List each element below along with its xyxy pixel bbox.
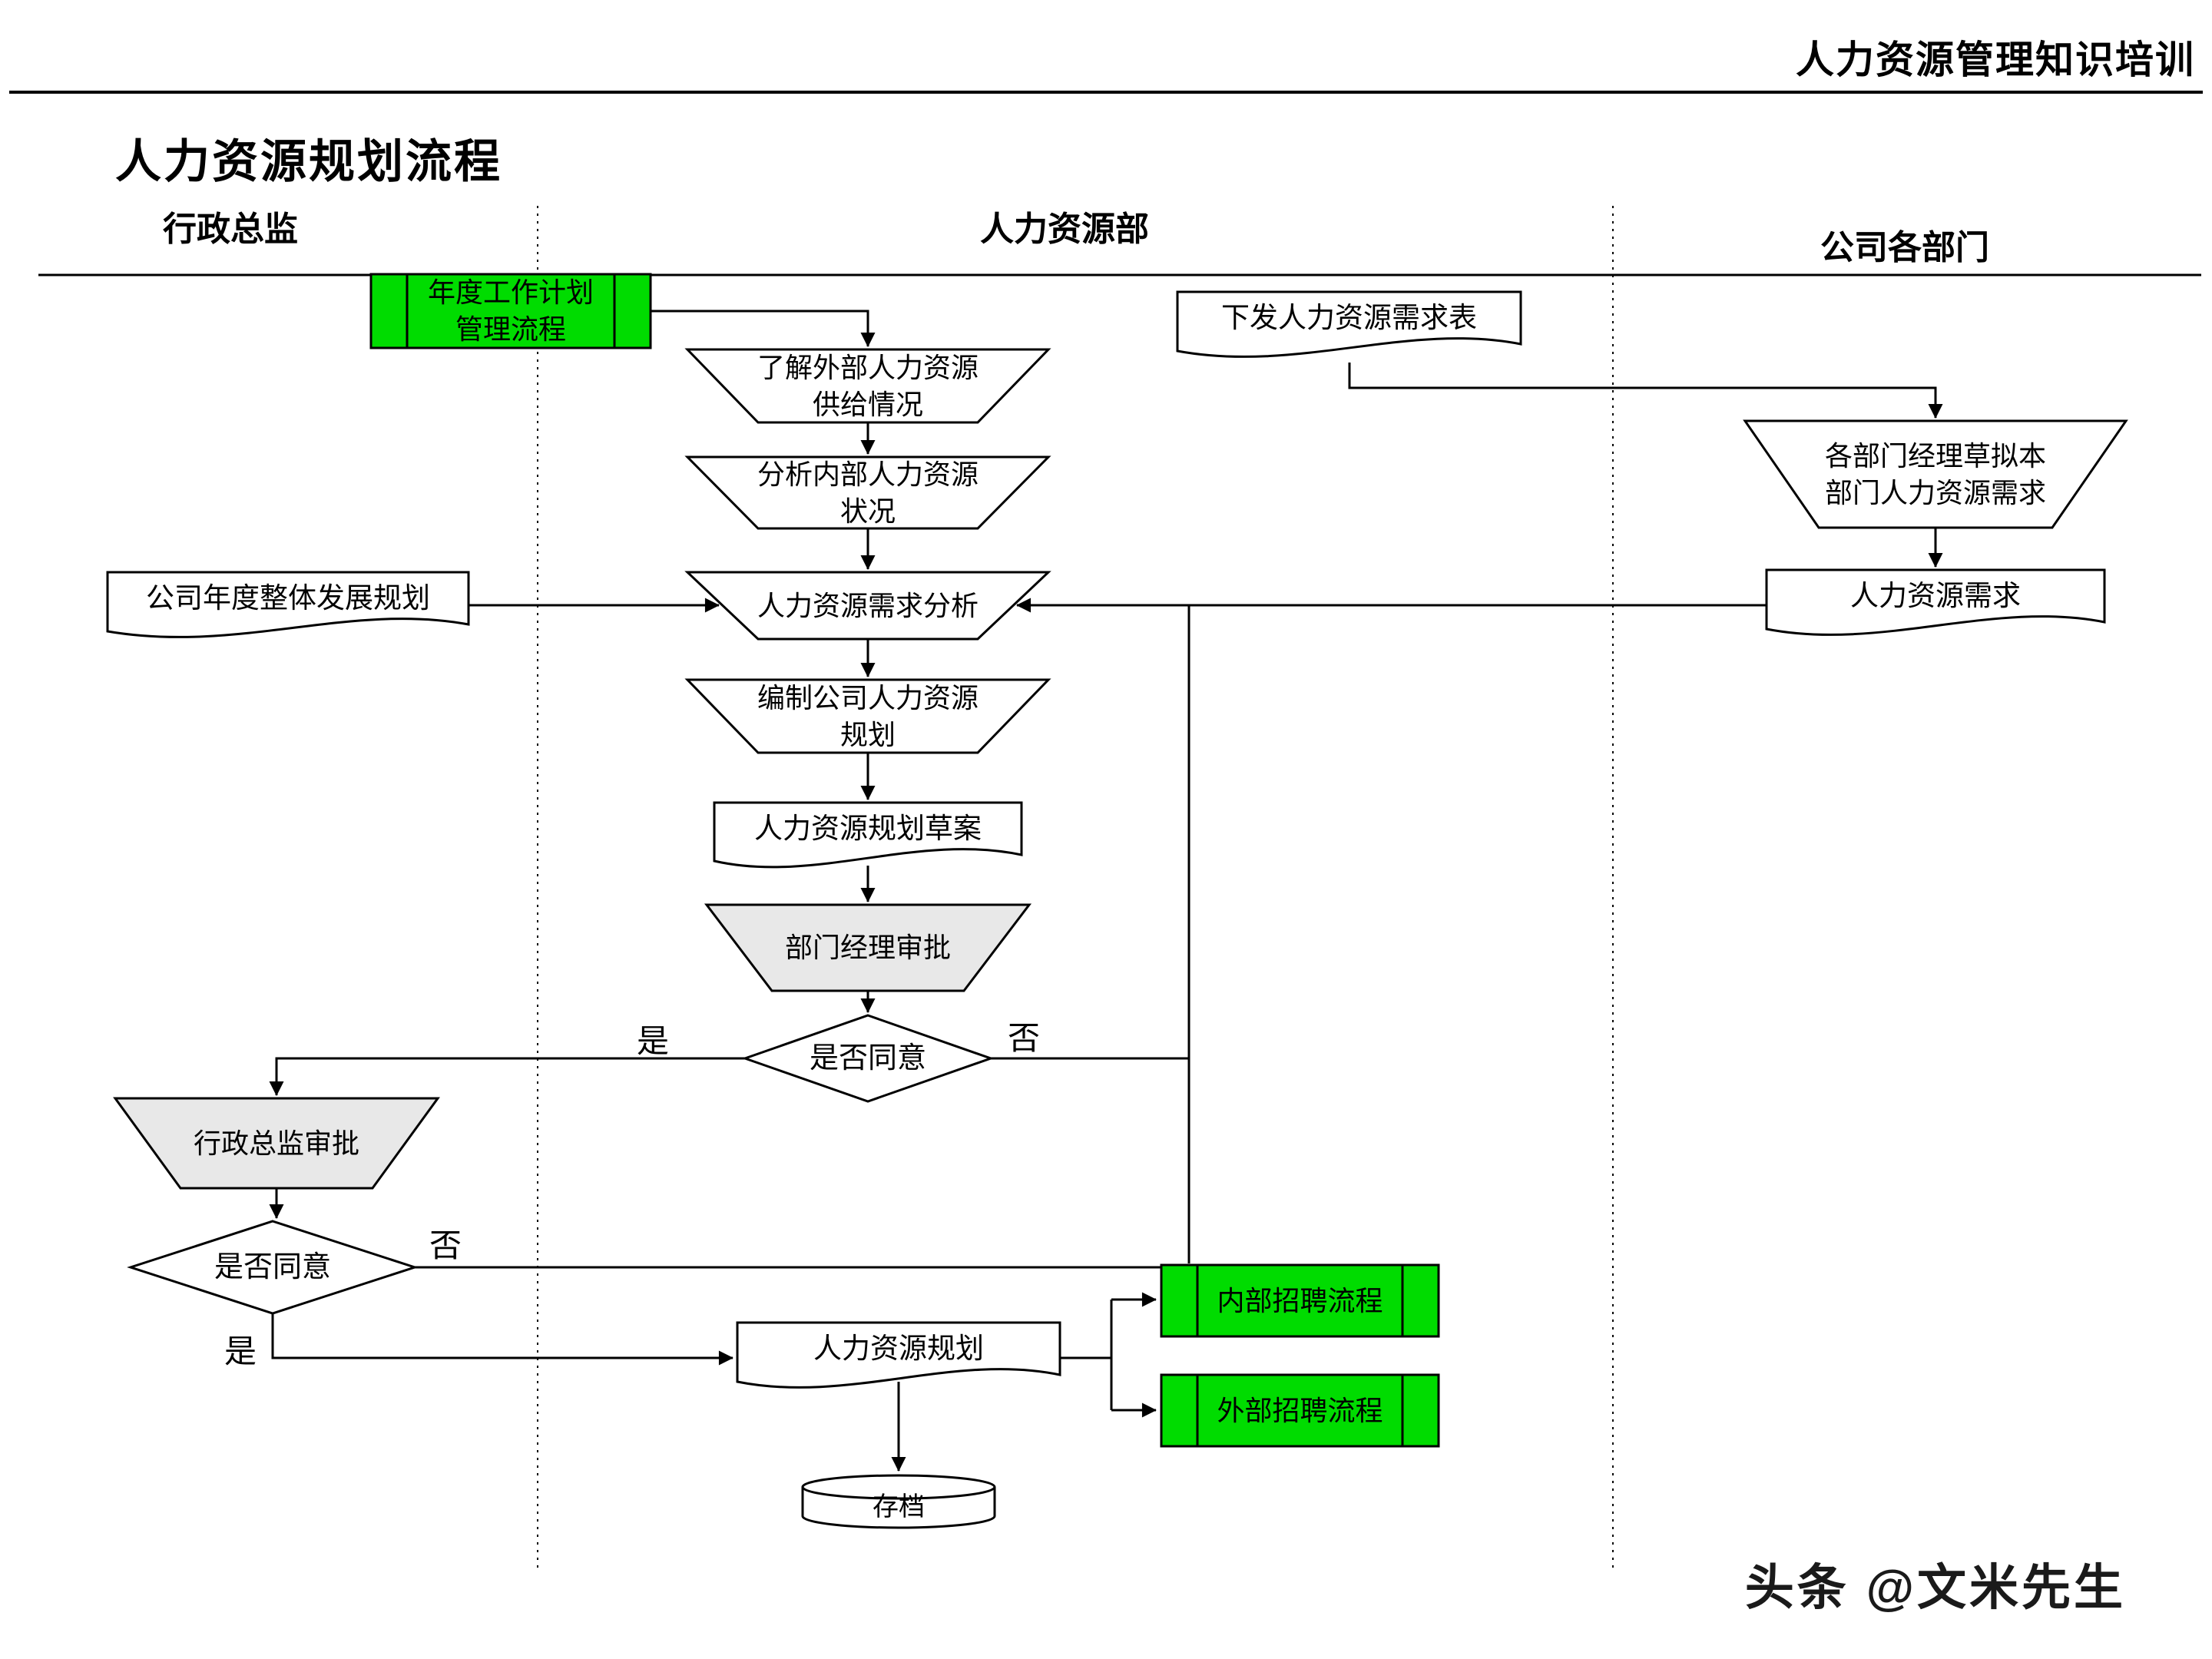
node-compile-plan-label: 编制公司人力资源 规划 <box>757 681 979 750</box>
edge-annualplan-to-externalsupply <box>651 310 876 347</box>
course-title: 人力资源管理知识培训 <box>1796 38 2195 81</box>
node-dept-manager-approval-shape <box>704 903 1032 992</box>
node-internal-status-label: 分析内部人力资源 状况 <box>757 458 979 527</box>
watermark: 头条 @文米先生 <box>1744 1560 2126 1615</box>
node-dept-draft-demand-label: 各部门经理草拟本 部门人力资源需求 <box>1824 439 2046 508</box>
lane-header-all-depts: 公司各部门 <box>1820 229 1989 267</box>
node-external-recruiting-label: 外部招聘流程 <box>1217 1394 1383 1426</box>
decision1-yes-label: 是 <box>636 1023 669 1059</box>
node-hr-demand-shape <box>1765 568 2106 636</box>
node-internal-status-shape <box>684 455 1051 530</box>
node-dept-agree-shape <box>741 1014 995 1103</box>
node-annual-work-plan-shape <box>369 273 652 349</box>
node-dept-draft-demand-shape <box>1743 419 2128 529</box>
node-admin-director-approval-label: 行政总监审批 <box>193 1127 359 1159</box>
node-compile-plan-shape <box>684 678 1051 754</box>
node-external-recruiting-shape <box>1160 1373 1440 1448</box>
node-company-plan-label: 公司年度整体发展规划 <box>146 581 430 614</box>
node-external-supply-shape <box>684 348 1051 424</box>
node-director-agree-shape <box>127 1220 419 1315</box>
edge-decision2-yes <box>271 1313 733 1366</box>
decision2-yes-label: 是 <box>224 1333 257 1369</box>
lane-header-admin-director: 行政总监 <box>163 210 298 248</box>
node-internal-recruiting-label: 内部招聘流程 <box>1217 1284 1383 1316</box>
page-title: 人力资源规划流程 <box>115 136 502 187</box>
node-demand-analysis-label: 人力资源需求分析 <box>757 589 979 621</box>
connectors <box>269 310 1943 1472</box>
node-hr-demand-label: 人力资源需求 <box>1850 579 2021 611</box>
node-plan-draft-shape <box>713 801 1023 869</box>
node-dept-manager-approval-label: 部门经理审批 <box>784 932 951 964</box>
decision1-no-label: 否 <box>1007 1020 1040 1056</box>
decision2-no-label: 否 <box>429 1227 462 1263</box>
node-internal-recruiting-shape <box>1160 1263 1440 1338</box>
edge-demandform-to-deptdraft <box>1348 363 1943 419</box>
node-external-supply-label: 了解外部人力资源 供给情况 <box>757 351 979 420</box>
node-issue-demand-form-shape <box>1176 290 1522 358</box>
node-annual-work-plan-label: 年度工作计划 管理流程 <box>427 276 594 345</box>
node-archive-shape <box>801 1474 996 1529</box>
node-issue-demand-form-label: 下发人力资源需求表 <box>1221 301 1477 333</box>
node-demand-analysis-shape <box>684 571 1051 641</box>
node-dept-agree-label: 是否同意 <box>809 1041 926 1075</box>
edge-decision1-yes <box>269 1057 745 1096</box>
node-archive-label: 存档 <box>873 1492 925 1522</box>
node-hr-plan-label: 人力资源规划 <box>813 1332 984 1364</box>
node-director-agree-label: 是否同意 <box>214 1250 331 1283</box>
node-hr-plan-shape <box>736 1321 1061 1389</box>
node-company-plan-shape <box>106 571 470 638</box>
lane-header-hr-dept: 人力资源部 <box>980 210 1149 248</box>
node-admin-director-approval-shape <box>113 1097 440 1190</box>
node-plan-draft-label: 人力资源规划草案 <box>754 812 982 844</box>
